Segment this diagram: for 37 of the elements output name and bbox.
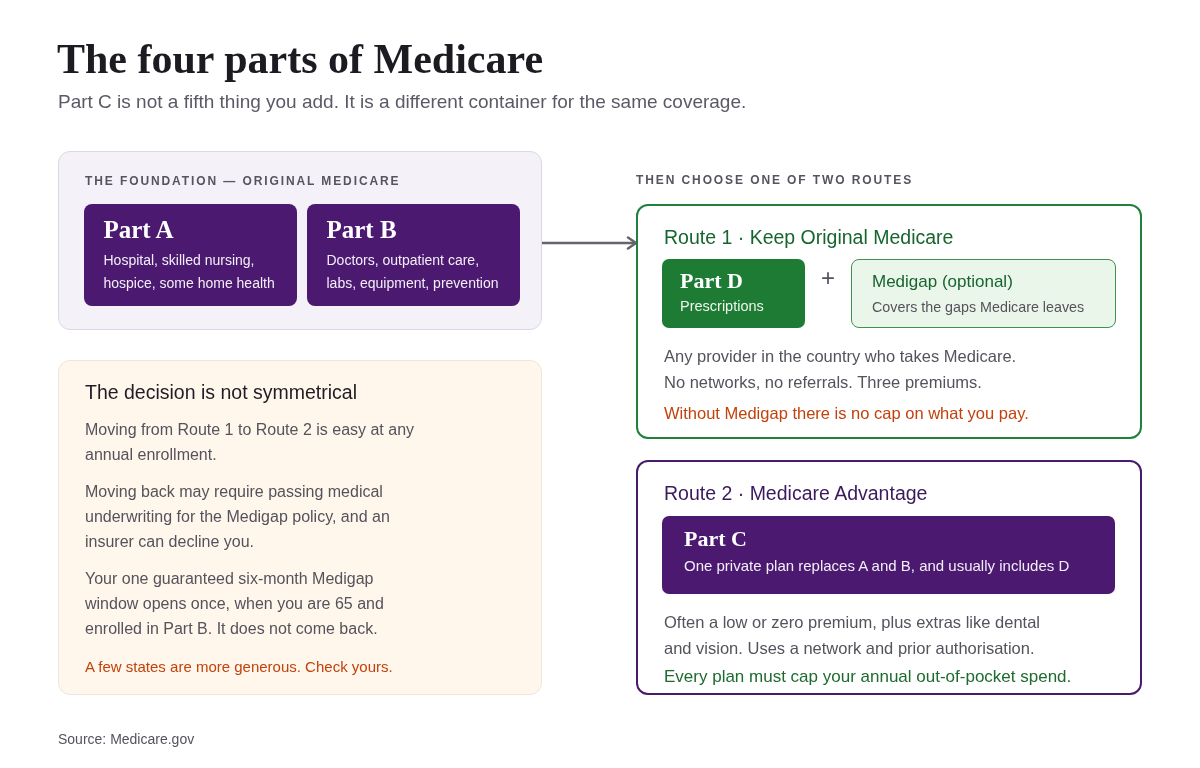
part-description: One private plan replaces A and B, and usually includes D [684, 556, 1070, 576]
part-title: Part B [326, 214, 397, 245]
plus-sign: + [821, 263, 835, 293]
section-panel [58, 151, 542, 330]
subtitle: Part C is not a fifth thing you add. It is a different container for the same coverage. [58, 90, 747, 114]
note-paragraph: Moving back may require passing medical underwriting for the Medigap policy, and an insurer can decline you. [85, 482, 391, 552]
note-card [58, 360, 542, 695]
part-card [662, 516, 1115, 594]
arrow [542, 236, 638, 250]
route-description: Often a low or zero premium, plus extras like dental and vision. Uses a network and prior authorisation. [664, 612, 1041, 659]
route-description: Any provider in the country who takes Medicare. No networks, no referrals. Three premiums. [664, 346, 1018, 393]
option-description: Covers the gaps Medicare leaves [872, 298, 1085, 317]
part-title: Part A [103, 214, 174, 245]
part-description: Doctors, outpatient care, labs, equipment, prevention [326, 250, 500, 293]
source-note: Source: Medicare.gov [58, 730, 195, 749]
warning-note: A few states are more generous. Check yours. [85, 657, 393, 677]
route-panel [636, 460, 1142, 695]
diagram-title: The four parts of Medicare [57, 35, 544, 83]
part-title: Part C [684, 525, 747, 553]
note-paragraph: Moving from Route 1 to Route 2 is easy at any annual enrollment. [85, 420, 416, 465]
part-description: Prescriptions [680, 297, 764, 316]
route-heading: Route 2 · Medicare Advantage [664, 481, 928, 506]
part-card [83, 203, 297, 306]
note-heading: The decision is not symmetrical [85, 380, 357, 405]
section-heading: THEN CHOOSE ONE OF TWO ROUTES [636, 172, 914, 189]
section-heading: THE FOUNDATION — ORIGINAL MEDICARE [85, 173, 401, 190]
part-card [306, 203, 520, 306]
warning-note: Without Medigap there is no cap on what you pay. [664, 403, 1029, 424]
part-description: Hospital, skilled nursing, hospice, some home health [103, 250, 276, 293]
part-card [662, 259, 805, 328]
highlight-note: Every plan must cap your annual out-of-pocket spend. [664, 666, 1072, 688]
route-panel [636, 204, 1142, 439]
route-heading: Route 1 · Keep Original Medicare [664, 225, 954, 250]
note-paragraph: Your one guaranteed six-month Medigap window opens once, when you are 65 and enrolled in Part B. It does not come back. [85, 569, 385, 639]
part-title: Part D [680, 267, 743, 295]
option-title: Medigap (optional) [872, 271, 1013, 293]
option-card [851, 259, 1116, 328]
